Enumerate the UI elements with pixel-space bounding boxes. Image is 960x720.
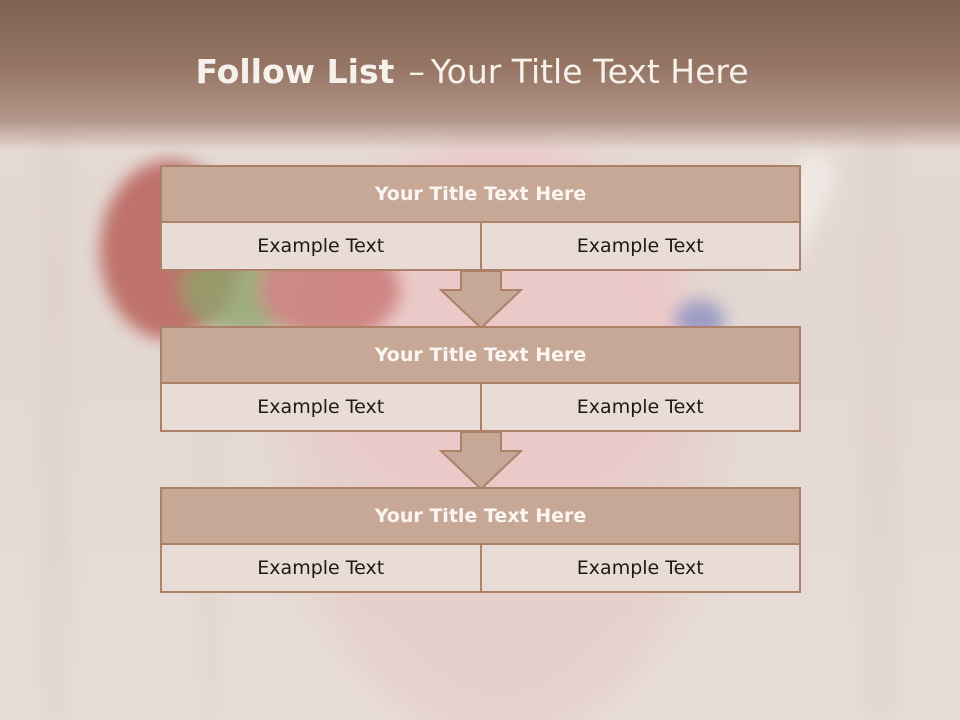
step-cell-left: Example Text [257,396,385,418]
header-band [0,0,960,150]
step-block-2: Your Title Text Here Example Text Exampl… [160,326,801,432]
slide-title: Follow List–Your Title Text Here [0,52,944,91]
step-title: Your Title Text Here [162,167,799,223]
step-row: Example Text Example Text [162,545,799,591]
step-cell-right: Example Text [479,223,800,269]
step-row: Example Text Example Text [162,384,799,430]
step-title: Your Title Text Here [162,489,799,545]
step-cell-right: Example Text [479,545,800,591]
step-cell-left: Example Text [257,235,385,257]
step-cell-right: Example Text [479,384,800,430]
slide-title-separator: – [408,52,425,91]
step-block-1: Your Title Text Here Example Text Exampl… [160,165,801,271]
step-cell-left: Example Text [257,557,385,579]
step-title: Your Title Text Here [162,328,799,384]
step-block-3: Your Title Text Here Example Text Exampl… [160,487,801,593]
slide-title-rest: Your Title Text Here [430,52,749,91]
slide-title-bold: Follow List [195,52,395,91]
step-row: Example Text Example Text [162,223,799,269]
down-arrow-icon [439,431,523,491]
down-arrow-icon [439,270,523,330]
